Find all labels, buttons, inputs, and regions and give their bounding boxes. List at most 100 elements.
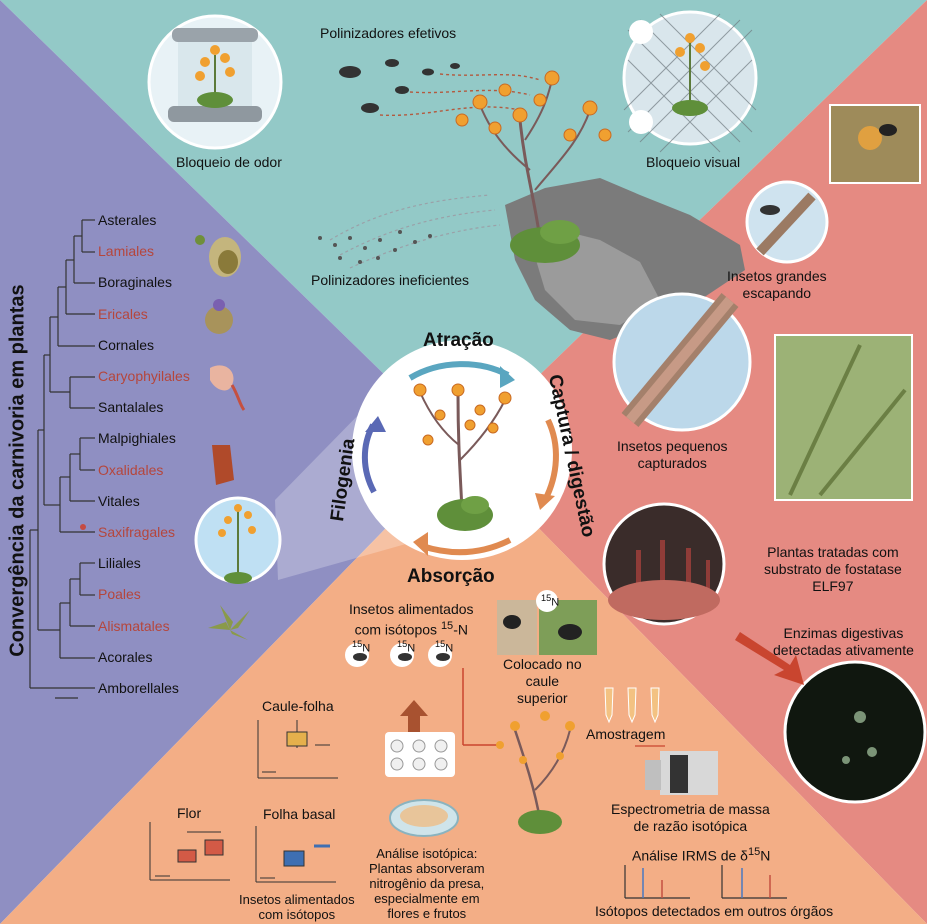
- phylogeny-order-label: Cornales: [98, 336, 155, 353]
- cycle-attraction-label: Atração: [423, 330, 494, 351]
- isotope-element: -N: [453, 621, 468, 638]
- phylogeny-order-label: Santalales: [98, 399, 164, 416]
- phylogeny-order-label: Asterales: [98, 212, 157, 228]
- large-insects-label: Insetos grandes escapando: [727, 268, 827, 302]
- other-organs-label: Isótopos detectados em outros órgãos: [595, 903, 834, 919]
- phylogeny-order-label: Caryophyilales: [98, 368, 190, 384]
- central-cycle-circle: [352, 340, 572, 560]
- phylogeny-order-label: Acorales: [98, 648, 153, 665]
- fed-bottom-label: Insetos alimentados com isótopos: [239, 892, 355, 922]
- iso-line2: Plantas absorveram: [369, 861, 485, 876]
- n15-badge-photo: 15N: [541, 590, 559, 612]
- fed-insects-label: Insetos alimentados com isótopos 15-N: [349, 601, 474, 639]
- irms-label: Espectrometria de massa de razão isotópi…: [611, 801, 770, 835]
- phylogeny-order-label: Lamiales: [98, 243, 155, 260]
- phylogeny-tree: [29, 219, 95, 699]
- treated-line1: Plantas tratadas com: [767, 544, 899, 560]
- phylogeny-order-label: Saxifragales: [98, 524, 176, 540]
- phylogeny-order-label: Liliales: [98, 555, 141, 572]
- small-insects-line2: capturados: [637, 455, 707, 471]
- placed-line1: Colocado no: [503, 656, 582, 672]
- n15-badge-photo-sup: 15: [541, 593, 552, 603]
- boxplot-basal-leaf: [255, 826, 336, 883]
- fed-line2: com isótopos: [354, 621, 441, 638]
- phylogeny-order-label: Boraginales: [98, 274, 172, 291]
- isotope-superscript: 15: [440, 620, 454, 632]
- phylogeny-order-label: Oxalidales: [98, 461, 164, 478]
- photo-sticky-stems: [775, 335, 912, 500]
- ineffective-pollinators-label: Polinizadores ineficientes: [311, 272, 469, 288]
- phosphatase-label: Plantas tratadas com substrato de fostat…: [764, 544, 902, 595]
- cycle-absorption-label: Absorção: [407, 566, 495, 587]
- flower-label: Flor: [177, 805, 202, 821]
- isotopic-analysis-label: Análise isotópica: Plantas absorveram ni…: [369, 846, 485, 921]
- irms-analysis-element: N: [760, 847, 771, 864]
- boxplot-flower: [149, 822, 230, 881]
- up-arrow: [400, 700, 428, 740]
- ineffective-insects: [318, 230, 432, 264]
- treated-line3: ELF97: [812, 578, 854, 594]
- n15-badge-2-el: N: [407, 642, 416, 655]
- fed-line1: Insetos alimentados: [349, 601, 474, 617]
- n15-badge-1-sup: 15: [352, 639, 363, 649]
- phylogeny-order-label: Ericales: [98, 305, 148, 322]
- attraction-arrow: [408, 361, 510, 381]
- phylogeny-order-label: Malpighiales: [98, 430, 176, 447]
- phylogeny-order-label: Poales: [98, 586, 141, 603]
- iso-line3: nitrogênio da presa,: [369, 876, 485, 891]
- enzyme-arrow: [735, 632, 804, 685]
- basal-leaf-label: Folha basal: [263, 806, 336, 822]
- irms-machine: [635, 745, 718, 795]
- effective-flies: [339, 59, 460, 113]
- n15-badge-2-sup: 15: [397, 639, 408, 649]
- irms-spectra: [624, 865, 787, 899]
- n15-badge-3: 15N: [435, 636, 453, 658]
- large-insects-line1: Insetos grandes: [727, 268, 827, 284]
- n15-badge-1-el: N: [362, 642, 371, 655]
- sampling-tubes: [604, 687, 660, 724]
- placed-line2: caule: [525, 673, 560, 689]
- placed-line3: superior: [517, 690, 568, 706]
- sampling-label: Amostragem: [586, 726, 666, 742]
- placement-label: Colocado no caule superior: [503, 656, 582, 707]
- enzymes-line1: Enzimas digestivas: [783, 625, 904, 641]
- fluorescence-disk: [783, 660, 927, 804]
- small-insects-label: Insetos pequenos capturados: [617, 438, 728, 472]
- phylogeny-order-label: Vitales: [98, 492, 140, 509]
- iso-line5: flores e frutos: [387, 906, 467, 921]
- isotope-dish-icons: [385, 732, 455, 777]
- n15-badge-3-sup: 15: [435, 639, 446, 649]
- carnivorous-specimens: [195, 235, 250, 640]
- phylogeny-order-label: Alismatales: [98, 617, 170, 634]
- treated-line2: substrato de fostatase: [764, 561, 902, 577]
- iso-line4: especialmente em: [374, 891, 480, 906]
- irms-analysis-label: Análise IRMS de δ15N: [632, 844, 770, 865]
- fed-bottom-line1: Insetos alimentados: [239, 892, 355, 907]
- central-plant: [413, 383, 512, 531]
- fed-insects: [345, 643, 452, 667]
- stem-leaf-label: Caule-folha: [262, 698, 334, 714]
- fed-bottom-line2: com isótopos: [258, 907, 336, 922]
- irms-analysis-sup: 15: [747, 846, 761, 858]
- odor-block-label: Bloqueio de odor: [176, 154, 282, 170]
- phylogeny-order-label: Amborellales: [98, 680, 179, 696]
- irms-line2: de razão isotópica: [633, 818, 748, 834]
- large-insects-line2: escapando: [742, 285, 812, 301]
- enzymes-label: Enzimas digestivas detectadas ativamente: [773, 625, 914, 659]
- visual-block-label: Bloqueio visual: [646, 154, 741, 170]
- n15-badge-3-el: N: [445, 642, 454, 655]
- plant-on-rock: [455, 70, 612, 263]
- phylogeny-title: Convergência da carnivoria em plantas: [6, 283, 29, 657]
- effective-pollinators-label: Polinizadores efetivos: [320, 25, 457, 41]
- small-insects-line1: Insetos pequenos: [617, 438, 728, 454]
- bottom-plant: [496, 711, 575, 834]
- n15-badge-photo-el: N: [551, 596, 560, 609]
- n15-badge-1: 15N: [352, 636, 370, 658]
- n15-badge-2: 15N: [397, 636, 415, 658]
- absorption-arrow: [421, 537, 512, 556]
- enzymes-line2: detectadas ativamente: [773, 642, 914, 658]
- irms-analysis-text: Análise IRMS de δ: [632, 847, 748, 864]
- capture-arrow: [542, 418, 559, 502]
